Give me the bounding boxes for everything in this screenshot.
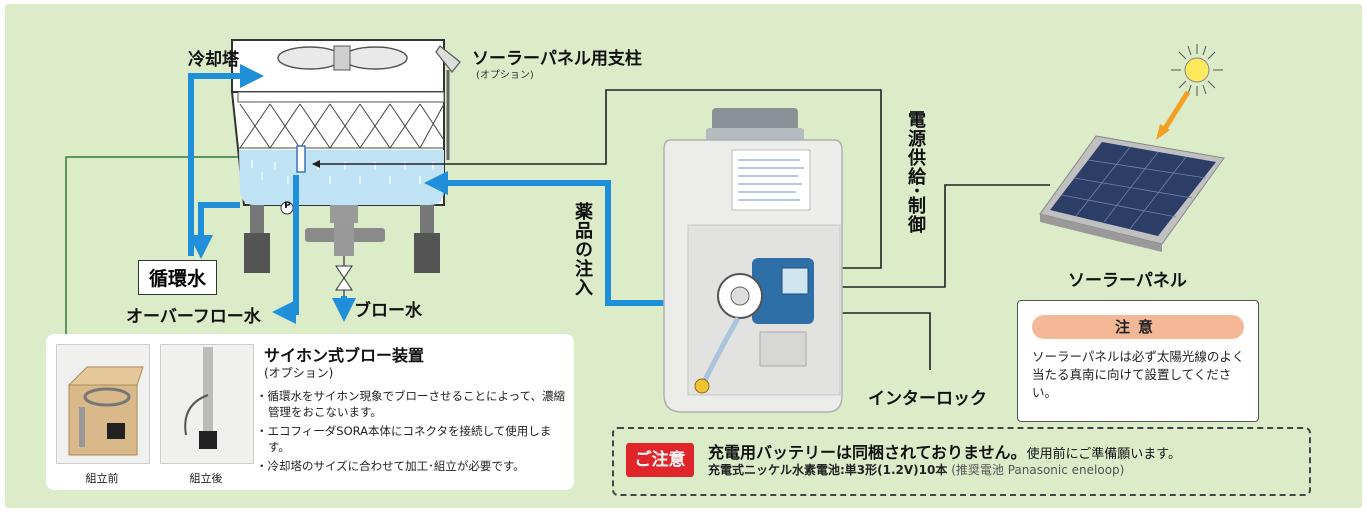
before-assembly-photo: [56, 344, 150, 464]
caution-badge: ご注意: [626, 443, 694, 477]
chemical-injection-label: 薬品の注入: [572, 202, 593, 297]
feeder-unit-graphic: [663, 108, 843, 413]
siphon-device-card: 組立前 組立後 サイホン式ブロー装置 (オプション) 循環水をサイホン現象でブロ…: [46, 334, 574, 490]
battery-main-text: 充電用バッテリーは同梱されておりません。使用前にご準備願います。: [708, 439, 1181, 463]
assembled-device-illustration: [184, 347, 217, 449]
notice-heading: 注意: [1032, 315, 1244, 339]
cooling-tower-graphic: [230, 39, 461, 273]
battery-notice: ご注意 充電用バッテリーは同梱されておりません。使用前にご準備願います。 充電式…: [612, 427, 1311, 496]
solar-power-line: [826, 184, 1050, 291]
siphon-bullet-list: 循環水をサイホン現象でブローさせることによって、濃縮管理をおこないます。 エコフ…: [256, 388, 568, 477]
overflow-water-label: オーバーフロー水: [126, 307, 261, 327]
battery-main-tail: 使用前にご準備願います。: [1026, 447, 1182, 462]
battery-main-bold: 充電用バッテリーは同梱されておりません。: [708, 443, 1027, 462]
overflow-line: [272, 175, 299, 324]
parts-box-illustration: [67, 366, 144, 456]
circulating-water-label: 循環水: [138, 260, 218, 295]
solar-pole-option-label: (オプション): [476, 70, 534, 81]
siphon-bullet: エコフィーダSORA本体にコネクタを接続して使用します。: [256, 423, 568, 455]
solar-notice-box: 注意 ソーラーパネルは必ず太陽光線のよく当たる真南に向けて設置してください。: [1017, 300, 1259, 422]
before-assembly-caption: 組立前: [85, 472, 119, 485]
battery-recommend: (推奨電池 Panasonic eneloop): [951, 463, 1125, 477]
siphon-connector-line: [65, 156, 300, 336]
interlock-line: [826, 309, 931, 370]
siphon-subtitle: (オプション): [264, 366, 334, 380]
power-control-line: [312, 89, 882, 269]
after-assembly-caption: 組立後: [189, 472, 223, 485]
circulating-water-up-line: [188, 64, 264, 256]
siphon-bullet: 冷却塔のサイズに合わせて加工･組立が必要です。: [256, 458, 568, 474]
cooling-tower-label: 冷却塔: [188, 50, 239, 70]
solar-pole-label: ソーラーパネル用支柱: [472, 49, 642, 69]
notice-body: ソーラーパネルは必ず太陽光線のよく当たる真南に向けて設置してください。: [1032, 349, 1245, 400]
power-supply-label: 電源供給･制御: [905, 110, 926, 234]
battery-sub-spec: 充電式ニッケル水素電池:単3形(1.2V)10本: [708, 463, 948, 477]
pump-marker: P: [284, 201, 291, 211]
siphon-bullet: 循環水をサイホン現象でブローさせることによって、濃縮管理をおこないます。: [256, 388, 568, 420]
blow-water-label: ブロー水: [354, 301, 422, 321]
battery-sub-text: 充電式ニッケル水素電池:単3形(1.2V)10本 (推奨電池 Panasonic…: [708, 461, 1124, 478]
sun-icon: [1156, 44, 1223, 140]
interlock-label: インターロック: [868, 389, 987, 409]
siphon-title: サイホン式ブロー装置: [264, 346, 425, 365]
solar-panel-graphic: [1039, 135, 1225, 252]
after-assembly-photo: [160, 344, 254, 464]
solar-panel-label: ソーラーパネル: [1068, 271, 1187, 291]
return-to-circulating: [189, 202, 240, 259]
